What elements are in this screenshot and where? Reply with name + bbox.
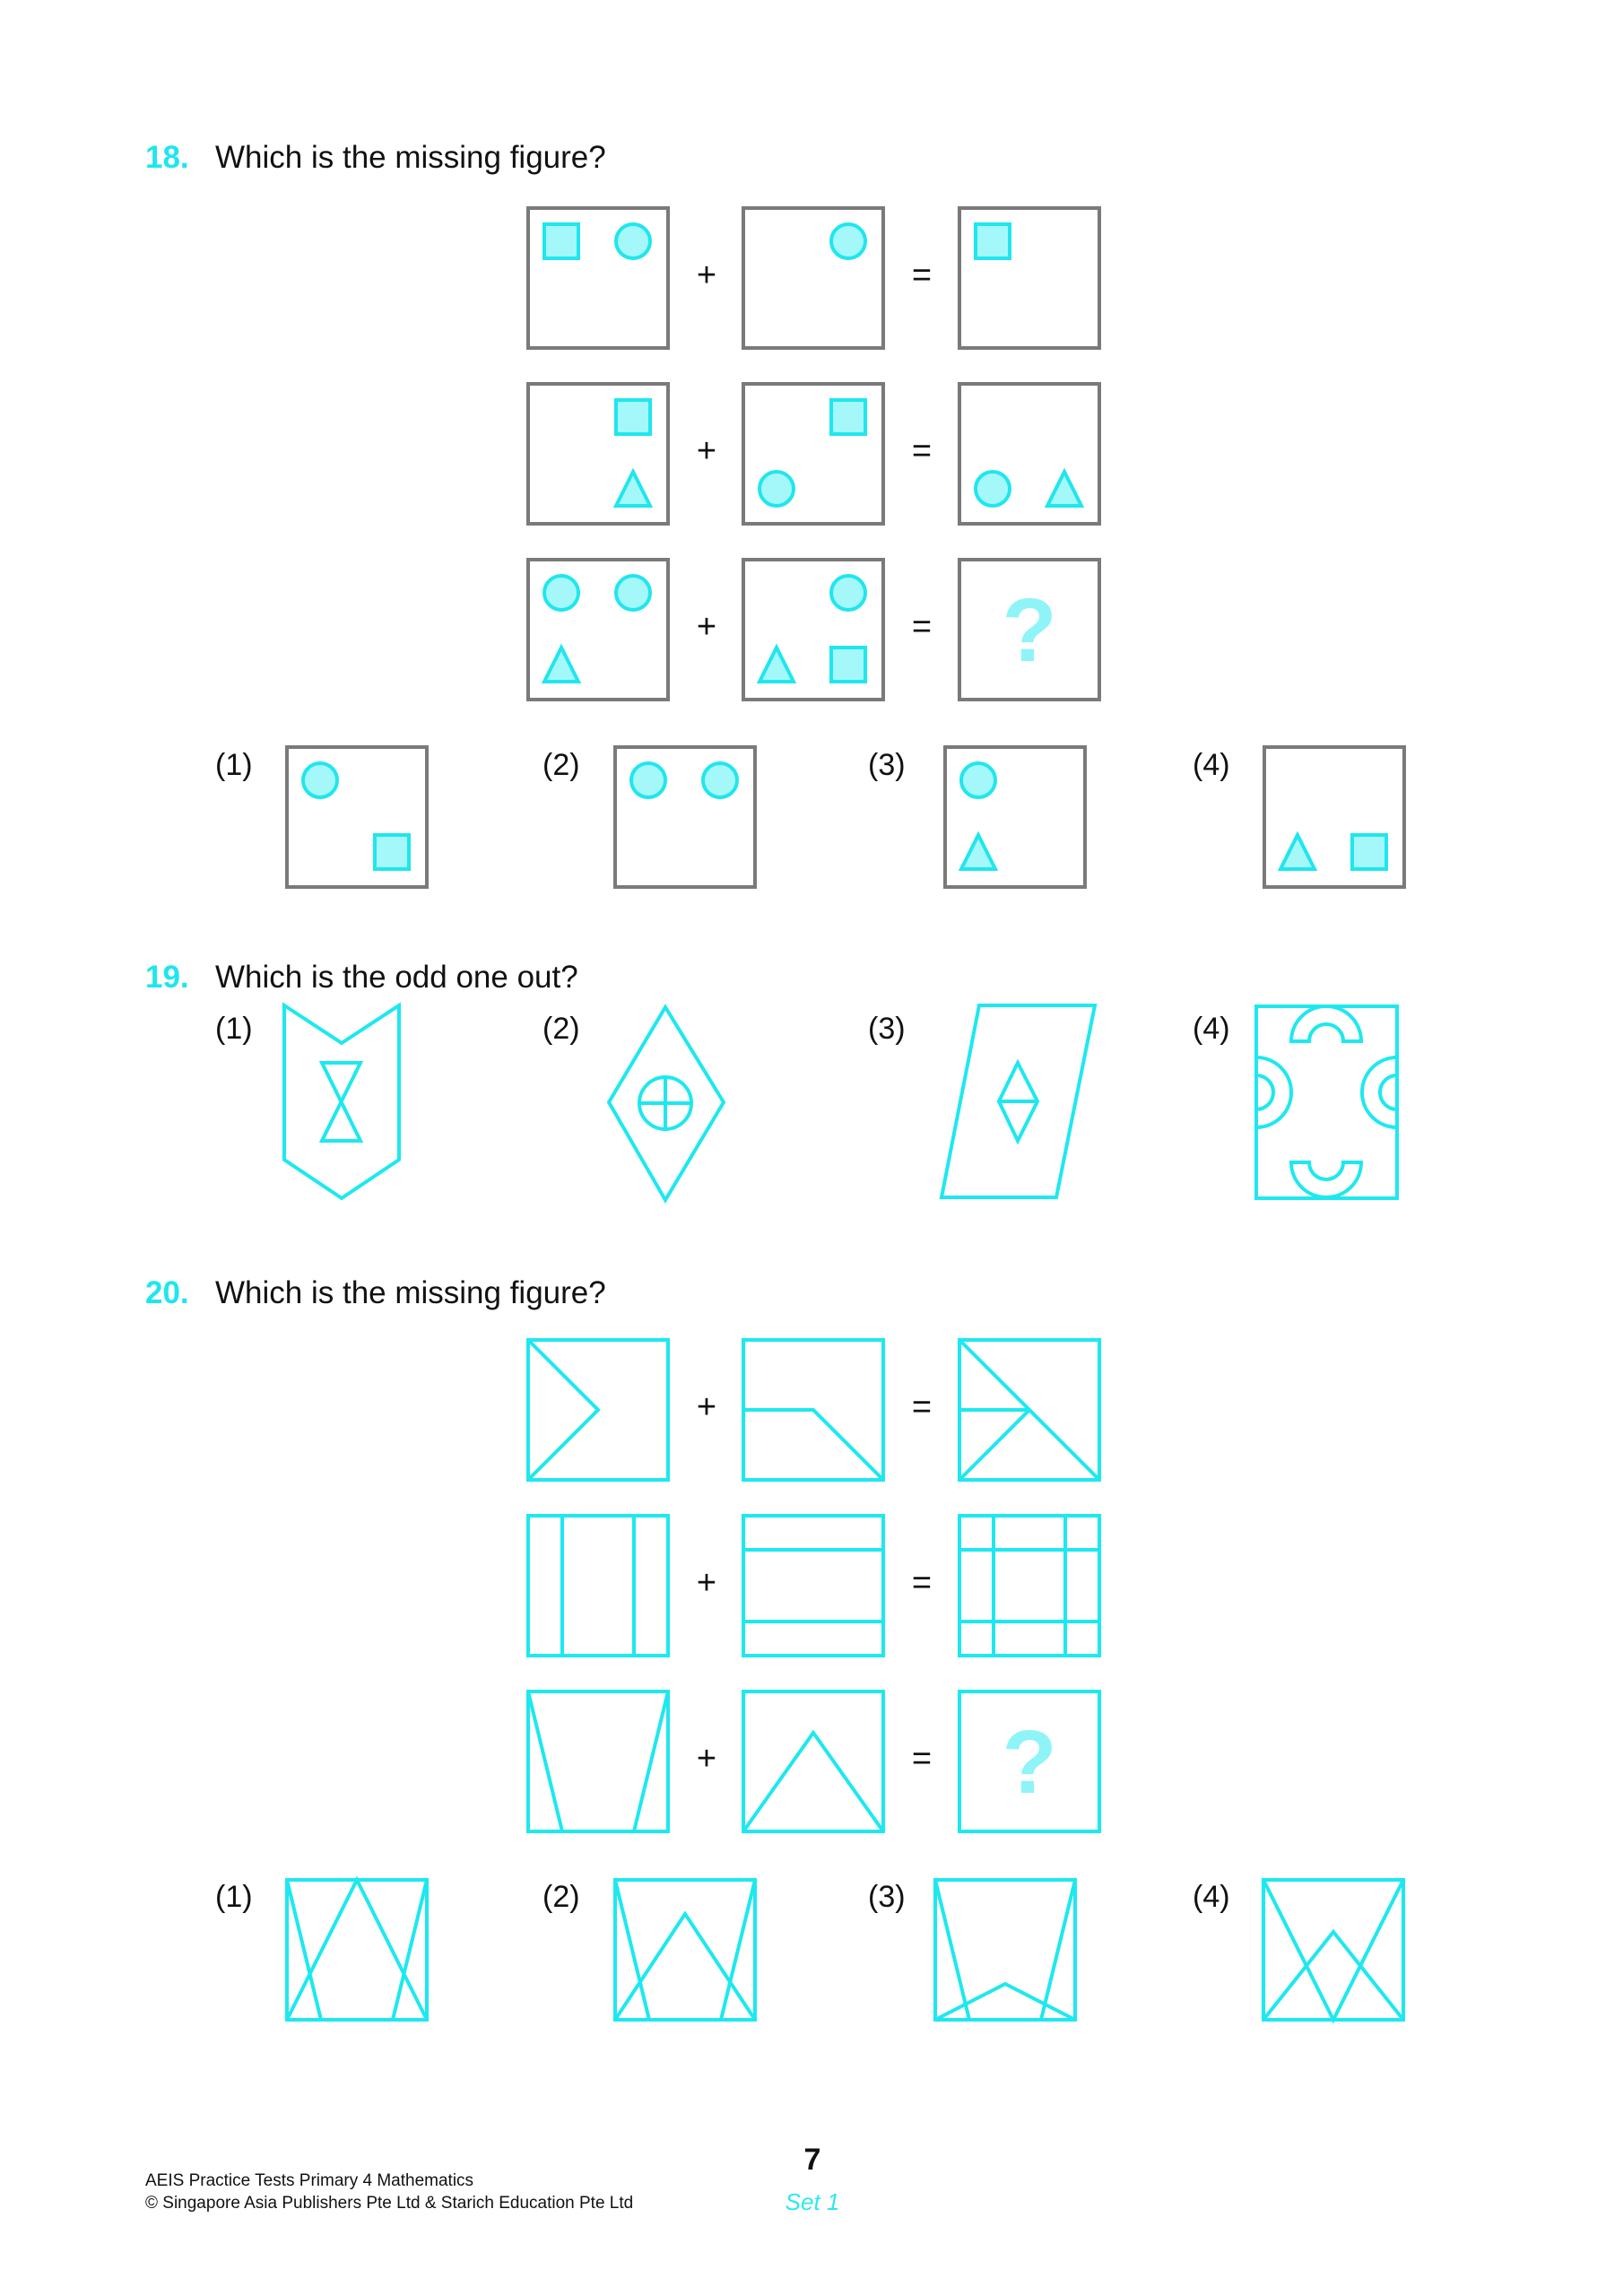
q18-option-2-label[interactable]: (2) <box>542 748 580 782</box>
circle-icon <box>614 222 652 260</box>
q20-row3-a <box>526 1690 670 1833</box>
footer-book-title: AEIS Practice Tests Primary 4 Mathematic… <box>145 2171 474 2190</box>
square-icon <box>614 398 652 436</box>
q20-row2-a <box>526 1514 670 1657</box>
q20-row2-result <box>958 1514 1101 1657</box>
circle-icon <box>629 761 667 799</box>
question-mark-icon: ? <box>1002 1712 1056 1813</box>
q18-row3-equals: = <box>911 608 933 646</box>
q19-option-3[interactable] <box>939 1004 1098 1199</box>
q18-row1-result <box>958 206 1101 350</box>
q18-option-3[interactable] <box>943 745 1087 889</box>
q18-row2-b <box>742 382 885 526</box>
q20-option-3-label[interactable]: (3) <box>868 1880 906 1914</box>
q18-row3-plus: + <box>696 608 717 646</box>
q20-option-1[interactable] <box>285 1875 429 2022</box>
q18-row2-plus: + <box>696 432 717 470</box>
half-ring-icon <box>1289 1161 1364 1199</box>
half-ring-icon <box>1289 1004 1364 1043</box>
question-19-number: 19. <box>145 960 189 995</box>
half-ring-icon <box>1255 1056 1293 1129</box>
triangle-icon <box>1277 831 1318 871</box>
circle-icon <box>829 574 867 612</box>
q20-row3-b <box>742 1690 885 1833</box>
diamond-icon <box>996 1058 1040 1145</box>
square-icon <box>542 222 580 260</box>
footer-copyright: © Singapore Asia Publishers Pte Ltd & St… <box>145 2194 634 2213</box>
q18-option-4-label[interactable]: (4) <box>1193 748 1230 782</box>
question-18-number: 18. <box>145 140 189 175</box>
triangle-icon <box>612 467 654 508</box>
circle-icon <box>614 574 652 612</box>
q20-row1-result <box>958 1338 1101 1482</box>
half-ring-icon <box>1360 1056 1398 1129</box>
q18-row3-b <box>742 558 885 701</box>
q20-row1-plus: + <box>696 1388 717 1426</box>
q20-option-4-label[interactable]: (4) <box>1193 1880 1230 1914</box>
q18-row3-a <box>526 558 670 701</box>
q18-row2-a <box>526 382 670 526</box>
circle-icon <box>959 761 997 799</box>
question-19-text: Which is the odd one out? <box>215 960 578 995</box>
q18-option-1[interactable] <box>285 745 429 889</box>
set-label: Set 1 <box>785 2188 840 2215</box>
square-icon <box>829 398 867 436</box>
q20-option-2[interactable] <box>613 1878 757 2022</box>
square-icon <box>373 833 411 871</box>
q18-option-2[interactable] <box>613 745 757 889</box>
circle-icon <box>758 470 795 508</box>
q20-row1-equals: = <box>911 1388 933 1426</box>
square-icon <box>974 222 1011 260</box>
triangle-icon <box>958 831 999 871</box>
q20-row3-missing: ? <box>958 1690 1101 1833</box>
question-20-number: 20. <box>145 1275 189 1310</box>
q18-option-3-label[interactable]: (3) <box>868 748 906 782</box>
q20-row2-plus: + <box>696 1564 717 1602</box>
question-20-text: Which is the missing figure? <box>215 1275 606 1310</box>
q18-option-1-label[interactable]: (1) <box>215 748 253 782</box>
circle-icon <box>974 470 1011 508</box>
circle-icon <box>829 222 867 260</box>
q20-option-2-label[interactable]: (2) <box>542 1880 580 1914</box>
q20-row2-equals: = <box>911 1564 933 1602</box>
circle-icon <box>301 761 339 799</box>
page-number: 7 <box>803 2143 821 2177</box>
q18-row2-equals: = <box>911 432 933 470</box>
q20-option-3[interactable] <box>933 1878 1077 2022</box>
q19-option-4-label[interactable]: (4) <box>1193 1012 1230 1046</box>
q19-option-2-label[interactable]: (2) <box>542 1012 580 1046</box>
square-icon <box>829 646 867 683</box>
square-icon <box>1350 833 1388 871</box>
triangle-icon <box>756 643 797 683</box>
q19-option-2[interactable] <box>606 1004 726 1204</box>
q18-row1-plus: + <box>696 257 717 294</box>
q20-option-1-label[interactable]: (1) <box>215 1880 253 1914</box>
q20-row1-a <box>526 1338 670 1482</box>
q18-row1-equals: = <box>911 257 933 294</box>
question-mark-icon: ? <box>1002 580 1056 681</box>
q19-figures <box>282 1002 1399 1204</box>
q18-option-4[interactable] <box>1263 745 1406 889</box>
circle-icon <box>701 761 739 799</box>
q18-row1-b <box>742 206 885 350</box>
q19-option-1-label[interactable]: (1) <box>215 1012 253 1046</box>
q20-row3-equals: = <box>911 1740 933 1778</box>
q20-option-4[interactable] <box>1262 1878 1405 2024</box>
q18-row3-missing: ? <box>958 558 1101 701</box>
q18-row2-result <box>958 382 1101 526</box>
q18-row1-a <box>526 206 670 350</box>
triangle-icon <box>541 643 582 683</box>
q19-option-4[interactable] <box>1254 1004 1399 1200</box>
q19-option-1[interactable] <box>282 1002 401 1201</box>
question-18-text: Which is the missing figure? <box>215 140 606 175</box>
q19-option-3-label[interactable]: (3) <box>868 1012 906 1046</box>
q20-row3-plus: + <box>696 1740 717 1778</box>
triangle-icon <box>1044 467 1085 508</box>
q20-row1-b <box>742 1338 885 1482</box>
hourglass-icon <box>318 1061 364 1143</box>
q20-row2-b <box>742 1514 885 1657</box>
circle-icon <box>542 574 580 612</box>
